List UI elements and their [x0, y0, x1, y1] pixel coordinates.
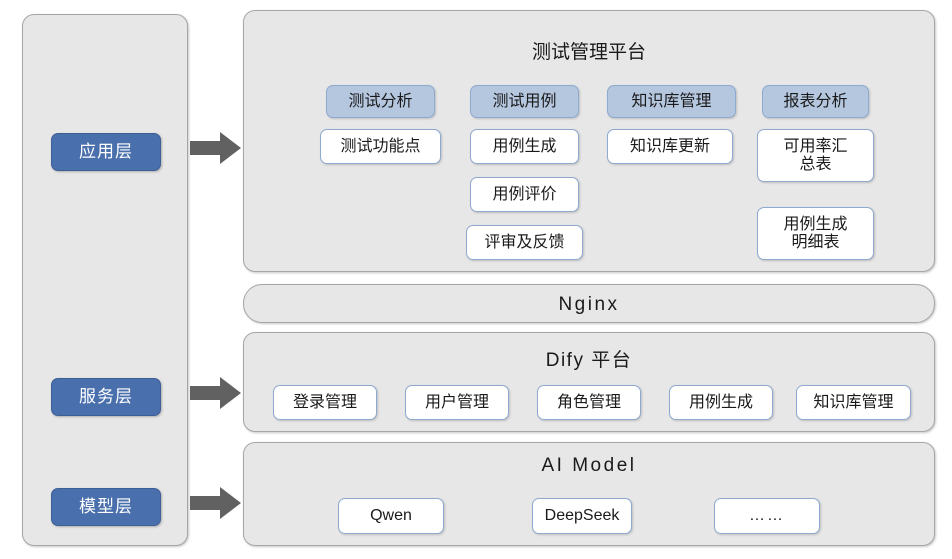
dify-panel: Dify 平台 登录管理 用户管理 角色管理 用例生成 知识库管理 — [243, 332, 935, 432]
application-panel-title: 测试管理平台 — [531, 42, 646, 63]
app-node-test-function-point[interactable]: 测试功能点 — [320, 129, 441, 164]
app-node-availability-summary-table[interactable]: 可用率汇 总表 — [757, 129, 874, 182]
model-panel: AI Model Qwen DeepSeek …… — [243, 442, 935, 546]
dify-node-user-management[interactable]: 用户管理 — [405, 385, 509, 420]
application-panel: 测试管理平台 测试分析 测试功能点 测试用例 用例生成 用例评价 评审及反馈 知… — [243, 10, 935, 272]
app-column-header-knowledge-base-management[interactable]: 知识库管理 — [607, 85, 736, 118]
nginx-panel-title: Nginx — [558, 294, 620, 315]
layer-chip-model[interactable]: 模型层 — [51, 488, 161, 526]
app-node-case-evaluation[interactable]: 用例评价 — [470, 177, 579, 212]
app-node-case-generation[interactable]: 用例生成 — [470, 129, 579, 164]
arrow-to-model-layer-icon — [190, 486, 242, 520]
app-node-case-generation-detail-table[interactable]: 用例生成 明细表 — [757, 207, 874, 260]
dify-node-knowledge-base-management[interactable]: 知识库管理 — [796, 385, 911, 420]
model-panel-title: AI Model — [541, 455, 637, 476]
layer-chip-application[interactable]: 应用层 — [51, 133, 161, 171]
nginx-panel: Nginx — [243, 284, 935, 323]
model-node-deepseek[interactable]: DeepSeek — [532, 498, 632, 534]
model-node-qwen[interactable]: Qwen — [338, 498, 444, 534]
app-node-review-and-feedback[interactable]: 评审及反馈 — [466, 225, 583, 260]
app-column-header-report-analysis[interactable]: 报表分析 — [762, 85, 869, 118]
app-node-knowledge-base-update[interactable]: 知识库更新 — [607, 129, 733, 164]
dify-panel-title: Dify 平台 — [545, 350, 633, 371]
layer-rail-panel: 应用层 服务层 模型层 — [22, 14, 188, 546]
model-node-more-ellipsis[interactable]: …… — [714, 498, 820, 534]
dify-node-role-management[interactable]: 角色管理 — [537, 385, 641, 420]
dify-node-case-generation[interactable]: 用例生成 — [669, 385, 773, 420]
arrow-to-application-layer-icon — [190, 131, 242, 165]
layer-chip-service[interactable]: 服务层 — [51, 378, 161, 416]
dify-node-login-management[interactable]: 登录管理 — [273, 385, 377, 420]
app-column-header-test-case[interactable]: 测试用例 — [470, 85, 579, 118]
app-column-header-test-analysis[interactable]: 测试分析 — [326, 85, 435, 118]
arrow-to-service-layer-icon — [190, 376, 242, 410]
